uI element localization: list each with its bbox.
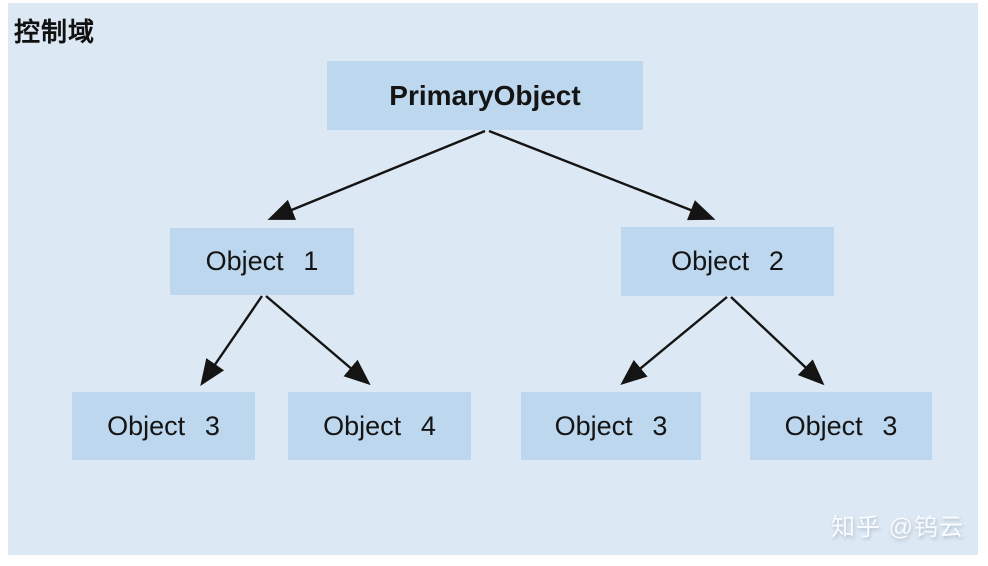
node-object-2: Object 2 [621, 227, 834, 296]
zhihu-watermark: 知乎 @钨云 [830, 514, 964, 541]
node-object-3-left: Object 3 [72, 392, 255, 460]
node-object-3-right: Object 3 [750, 392, 932, 460]
control-domain-title: 控制域 [14, 17, 96, 47]
node-primary-object: PrimaryObject [327, 61, 643, 130]
node-object-1: Object 1 [170, 228, 354, 295]
node-object-3-middle: Object 3 [521, 392, 701, 460]
node-object-4: Object 4 [288, 392, 471, 460]
